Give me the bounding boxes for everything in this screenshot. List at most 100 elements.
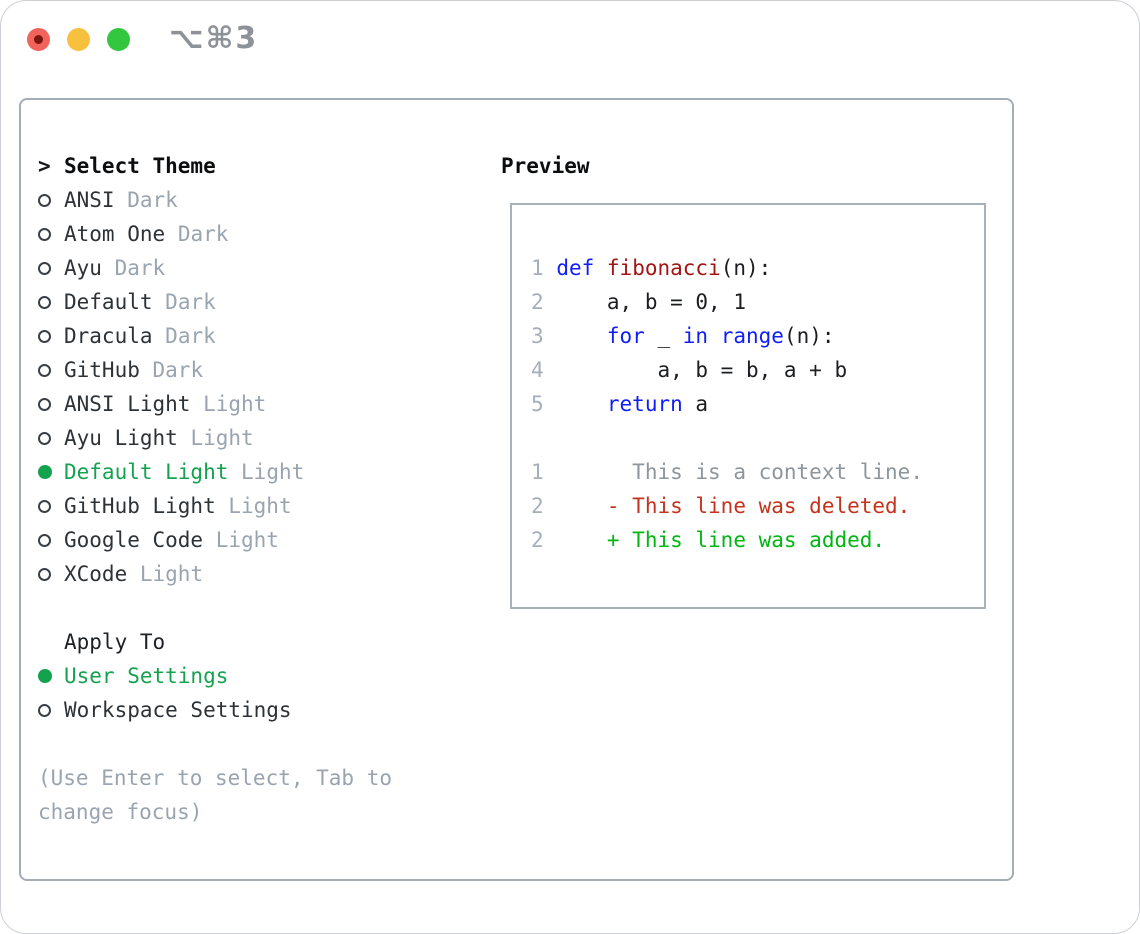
radio-icon (38, 227, 51, 241)
code-token (556, 392, 607, 416)
code-token: fibonacci (606, 256, 721, 280)
line-number: 5 (531, 392, 544, 416)
code-token: _ (644, 324, 683, 348)
radio-icon (38, 499, 51, 513)
option-tag: Light (215, 528, 279, 552)
theme-option[interactable]: XCode Light (38, 557, 417, 591)
option-label: Atom One (64, 222, 166, 246)
option-label: GitHub (64, 358, 140, 382)
radio-selected-icon (38, 669, 52, 683)
minimize-button-icon[interactable] (67, 28, 90, 51)
traffic-lights (27, 28, 130, 51)
code-token: a, b = b, a + b (556, 358, 848, 382)
code-token: return (606, 392, 683, 416)
theme-option[interactable]: GitHub Light Light (38, 489, 417, 523)
window-shortcut-label: ⌥⌘3 (169, 21, 259, 56)
theme-option[interactable]: Atom One Dark (38, 217, 417, 251)
code-line: 5 return a (531, 387, 976, 421)
theme-option[interactable]: Default Light Light (38, 455, 417, 489)
code-line: 2 - This line was deleted. (531, 489, 976, 523)
theme-option[interactable]: GitHub Dark (38, 353, 417, 387)
option-label: Workspace Settings (64, 698, 292, 722)
apply-to-header: Apply To (38, 625, 417, 659)
option-tag: Light (190, 426, 254, 450)
code-token (708, 324, 721, 348)
theme-option[interactable]: ANSI Dark (38, 183, 417, 217)
zoom-button-icon[interactable] (107, 28, 130, 51)
spacer (38, 591, 417, 625)
option-label: GitHub Light (64, 494, 216, 518)
option-label: Default Light (64, 460, 229, 484)
option-tag: Dark (152, 358, 204, 382)
option-tag: Dark (165, 290, 216, 314)
radio-icon (38, 397, 51, 411)
preview-title: Preview (501, 154, 590, 178)
option-label: ANSI (64, 188, 115, 212)
code-line: 2 a, b = 0, 1 (531, 285, 976, 319)
code-token: (n): (783, 324, 835, 348)
option-tag: Light (139, 562, 204, 586)
option-label: Ayu (64, 256, 102, 280)
apply-option[interactable]: User Settings (38, 659, 417, 693)
code-token (556, 324, 607, 348)
prompt-icon: > (38, 154, 51, 178)
option-tag: Light (241, 460, 305, 484)
option-label: User Settings (64, 664, 229, 688)
code-line: 2 + This line was added. (531, 523, 976, 557)
theme-option[interactable]: Dracula Dark (38, 319, 417, 353)
code-token: + This line was added. (556, 528, 886, 552)
line-number: 1 (531, 460, 544, 484)
theme-option[interactable]: Ayu Dark (38, 251, 417, 285)
code-token (594, 256, 607, 280)
radio-icon (38, 261, 51, 275)
apply-option[interactable]: Workspace Settings (38, 693, 417, 727)
option-tag: Light (203, 392, 267, 416)
theme-picker-header: > Select Theme (38, 149, 417, 183)
theme-option[interactable]: Google Code Light (38, 523, 417, 557)
line-number: 2 (531, 528, 544, 552)
option-label: ANSI Light (64, 392, 191, 416)
spacer (38, 727, 417, 761)
code-line (531, 421, 976, 455)
option-tag: Dark (177, 222, 229, 246)
option-tag: Dark (114, 256, 166, 280)
option-label: XCode (64, 562, 128, 586)
radio-icon (38, 533, 51, 547)
theme-option[interactable]: Ayu Light Light (38, 421, 417, 455)
radio-selected-icon (38, 465, 52, 479)
code-token: def (556, 256, 595, 280)
theme-option[interactable]: Default Dark (38, 285, 417, 319)
theme-picker-title: Select Theme (64, 154, 216, 178)
close-button-icon[interactable] (27, 28, 50, 51)
code-token: a (682, 392, 709, 416)
radio-icon (38, 295, 51, 309)
option-tag: Dark (165, 324, 216, 348)
line-number: 1 (531, 256, 544, 280)
line-number: 4 (531, 358, 544, 382)
radio-icon (38, 193, 51, 207)
radio-icon (38, 431, 51, 445)
radio-icon (38, 567, 51, 581)
option-tag: Light (228, 494, 292, 518)
code-line: 1 def fibonacci(n): (531, 251, 976, 285)
code-token: for (606, 324, 645, 348)
code-token: a, b = 0, 1 (556, 290, 746, 314)
option-label: Default (64, 290, 153, 314)
code-line: 1 This is a context line. (531, 455, 976, 489)
option-label: Google Code (64, 528, 204, 552)
apply-to-title: Apply To (64, 630, 166, 654)
code-token: This is a context line. (556, 460, 923, 484)
radio-icon (38, 329, 51, 343)
code-token: range (720, 324, 784, 348)
theme-option[interactable]: ANSI Light Light (38, 387, 417, 421)
code-line: 4 a, b = b, a + b (531, 353, 976, 387)
code-token: (n): (720, 256, 772, 280)
code-line: 3 for _ in range(n): (531, 319, 976, 353)
code-token: in (682, 324, 709, 348)
